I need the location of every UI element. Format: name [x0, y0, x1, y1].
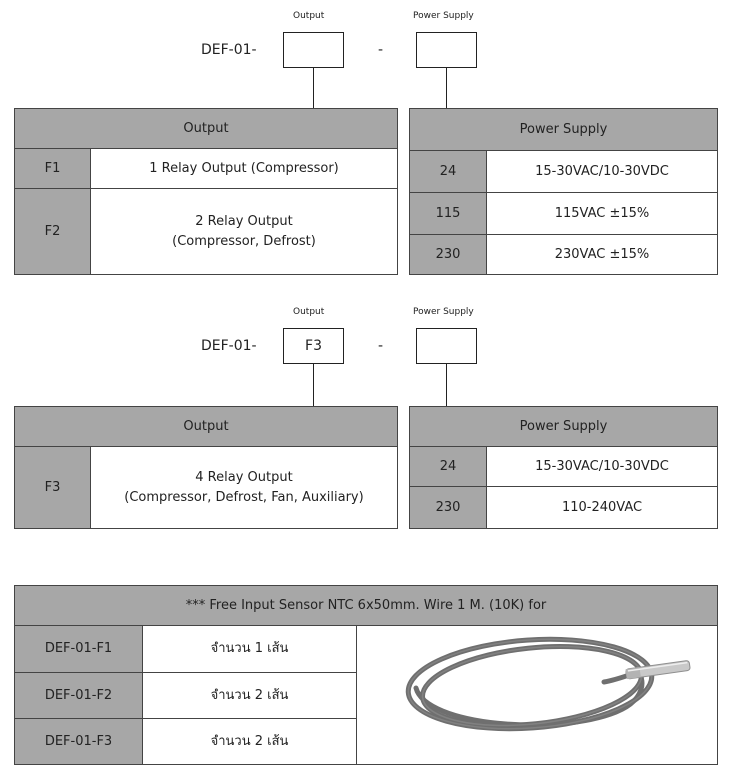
output-table-2-header: Output: [14, 406, 398, 447]
power-desc-115: 115VAC ±15%: [486, 192, 718, 235]
power-table-2: Power Supply 24 15-30VAC/10-30VDC 230 11…: [409, 406, 718, 529]
sensor-model-f2: DEF-01-F2: [14, 672, 143, 719]
diagram1-output-box: [283, 32, 344, 68]
power2-desc-24: 15-30VAC/10-30VDC: [486, 446, 718, 487]
power-code-230: 230: [409, 234, 487, 275]
diagram1-dash: -: [378, 42, 384, 58]
output-table-1-header: Output: [14, 108, 398, 149]
power2-code-230: 230: [409, 486, 487, 529]
power-table-1-header: Power Supply: [409, 108, 718, 151]
power-desc-230: 230VAC ±15%: [486, 234, 718, 275]
output-table-1: Output F1 1 Relay Output (Compressor) F2…: [14, 108, 398, 275]
output-desc-f1: 1 Relay Output (Compressor): [90, 148, 398, 189]
diagram2-power-label: Power Supply: [413, 307, 474, 317]
power2-code-24: 24: [409, 446, 487, 487]
power-code-115: 115: [409, 192, 487, 235]
sensor-table-header: *** Free Input Sensor NTC 6x50mm. Wire 1…: [14, 585, 718, 626]
diagram1-output-label: Output: [293, 11, 325, 21]
output-desc-f2: 2 Relay Output (Compressor, Defrost): [90, 188, 398, 275]
power-desc-24: 15-30VAC/10-30VDC: [486, 150, 718, 193]
diagram2-output-connector: [313, 364, 314, 406]
sensor-qty-f2: จำนวน 2 เส้น: [142, 672, 357, 719]
diagram1-prefix: DEF-01-: [201, 42, 257, 58]
sensor-qty-f1: จำนวน 1 เส้น: [142, 625, 357, 673]
diagram1-power-label: Power Supply: [413, 11, 474, 21]
diagram2-power-box: [416, 328, 477, 364]
diagram1-power-connector: [446, 68, 447, 108]
diagram2-prefix: DEF-01-: [201, 338, 257, 354]
sensor-table: *** Free Input Sensor NTC 6x50mm. Wire 1…: [14, 585, 718, 765]
output-code-f2: F2: [14, 188, 91, 275]
power-code-24: 24: [409, 150, 487, 193]
sensor-model-f3: DEF-01-F3: [14, 718, 143, 765]
diagram1-output-connector: [313, 68, 314, 108]
sensor-qty-f3: จำนวน 2 เส้น: [142, 718, 357, 765]
power-table-1: Power Supply 24 15-30VAC/10-30VDC 115 11…: [409, 108, 718, 275]
diagram2-output-label: Output: [293, 307, 325, 317]
ntc-sensor-cable-image: [405, 636, 691, 732]
output-table-2: Output F3 4 Relay Output (Compressor, De…: [14, 406, 398, 529]
sensor-model-f1: DEF-01-F1: [14, 625, 143, 673]
power-table-2-header: Power Supply: [409, 406, 718, 447]
output-code-f3: F3: [14, 446, 91, 529]
diagram2-output-box: F3: [283, 328, 344, 364]
diagram2-dash: -: [378, 338, 384, 354]
output-desc-f3: 4 Relay Output (Compressor, Defrost, Fan…: [90, 446, 398, 529]
output-code-f1: F1: [14, 148, 91, 189]
diagram1-power-box: [416, 32, 477, 68]
power2-desc-230: 110-240VAC: [486, 486, 718, 529]
diagram2-power-connector: [446, 364, 447, 406]
